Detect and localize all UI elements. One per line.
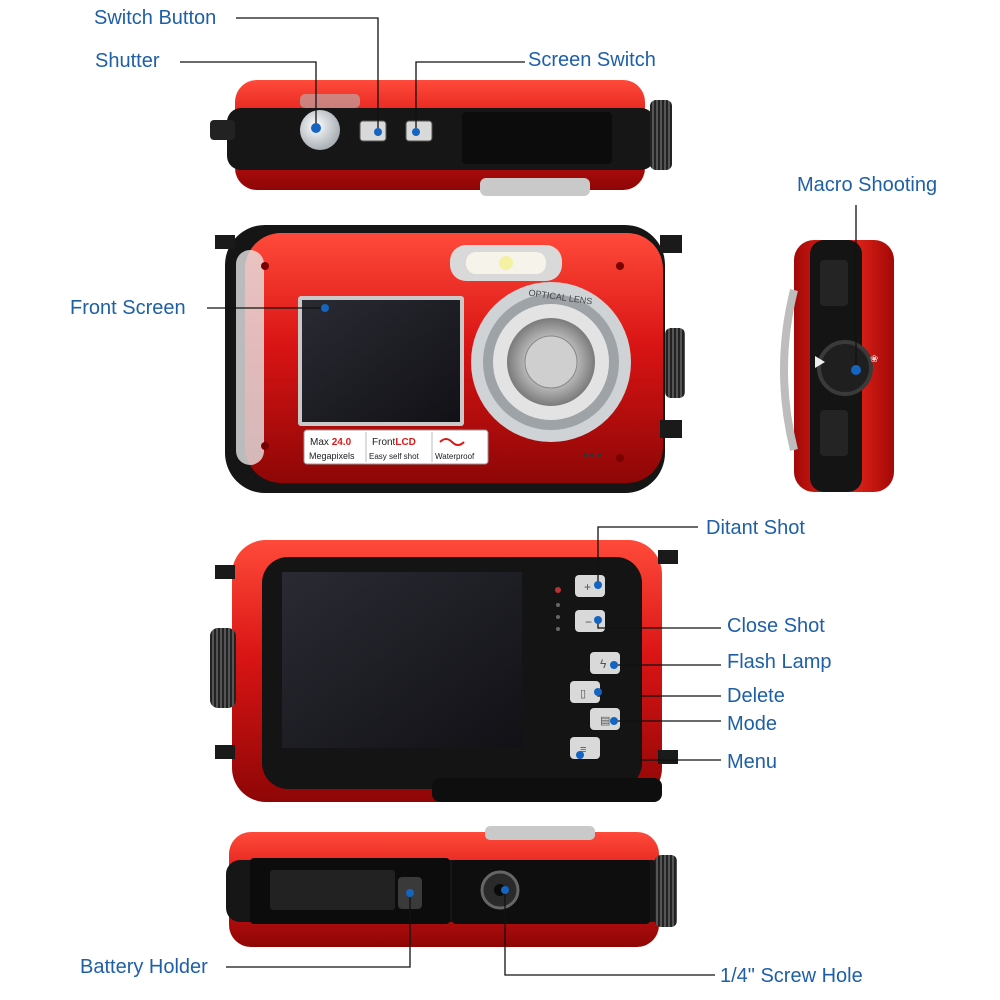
svg-text:Max 24.0: Max 24.0 bbox=[310, 437, 352, 448]
badge-megapixels: Megapixels bbox=[309, 451, 355, 461]
zoom-out-icon: − bbox=[585, 615, 592, 629]
label-switch-button: Switch Button bbox=[94, 7, 217, 29]
badge-lcd: LCD bbox=[395, 437, 416, 448]
badge-waterproof: Waterproof bbox=[435, 452, 475, 461]
label-battery-holder: Battery Holder bbox=[80, 956, 208, 978]
camera-bottom-view bbox=[226, 826, 677, 947]
svg-text:FrontLCD: FrontLCD bbox=[372, 437, 416, 448]
camera-side-view: ❀ bbox=[780, 240, 894, 492]
badge-front: Front bbox=[372, 437, 396, 448]
macro-switch[interactable] bbox=[817, 340, 873, 396]
front-screen bbox=[302, 300, 460, 422]
label-screw-hole: 1/4" Screw Hole bbox=[720, 965, 863, 987]
label-delete: Delete bbox=[727, 685, 785, 707]
delete-button[interactable] bbox=[570, 681, 600, 703]
macro-tulip-icon: ❀ bbox=[870, 354, 878, 365]
zoom-in-icon: + bbox=[584, 580, 591, 594]
label-menu: Menu bbox=[727, 751, 778, 773]
mode-icon: ▤ bbox=[600, 715, 610, 727]
trash-icon: ▯ bbox=[580, 688, 586, 700]
badge-self-shot: Easy self shot bbox=[369, 452, 420, 461]
flash-icon: ϟ bbox=[600, 657, 607, 671]
label-shutter: Shutter bbox=[95, 50, 160, 72]
label-flash-lamp: Flash Lamp bbox=[727, 651, 832, 673]
back-screen bbox=[282, 572, 522, 748]
menu-icon: ≡ bbox=[580, 744, 586, 756]
leader-lines bbox=[180, 17, 857, 976]
wave-icon bbox=[439, 438, 465, 446]
badge-mp-value: 24.0 bbox=[332, 437, 352, 448]
marker-dots bbox=[311, 123, 861, 897]
label-macro-shooting: Macro Shooting bbox=[797, 174, 938, 196]
label-front-screen: Front Screen bbox=[70, 297, 186, 319]
camera-back-view: + − ϟ ▯ ▤ ≡ bbox=[210, 540, 678, 802]
badge-max: Max bbox=[310, 437, 329, 448]
label-close-shot: Close Shot bbox=[727, 615, 825, 637]
label-screen-switch: Screen Switch bbox=[528, 49, 656, 71]
switch-button-icon[interactable] bbox=[359, 120, 387, 142]
label-mode: Mode bbox=[727, 713, 778, 735]
camera-front-view: OPTICAL LENS Max 24.0 Megapixels FrontLC… bbox=[215, 225, 685, 493]
camera-top-view bbox=[210, 80, 672, 196]
label-distant-shot: Ditant Shot bbox=[706, 517, 805, 539]
